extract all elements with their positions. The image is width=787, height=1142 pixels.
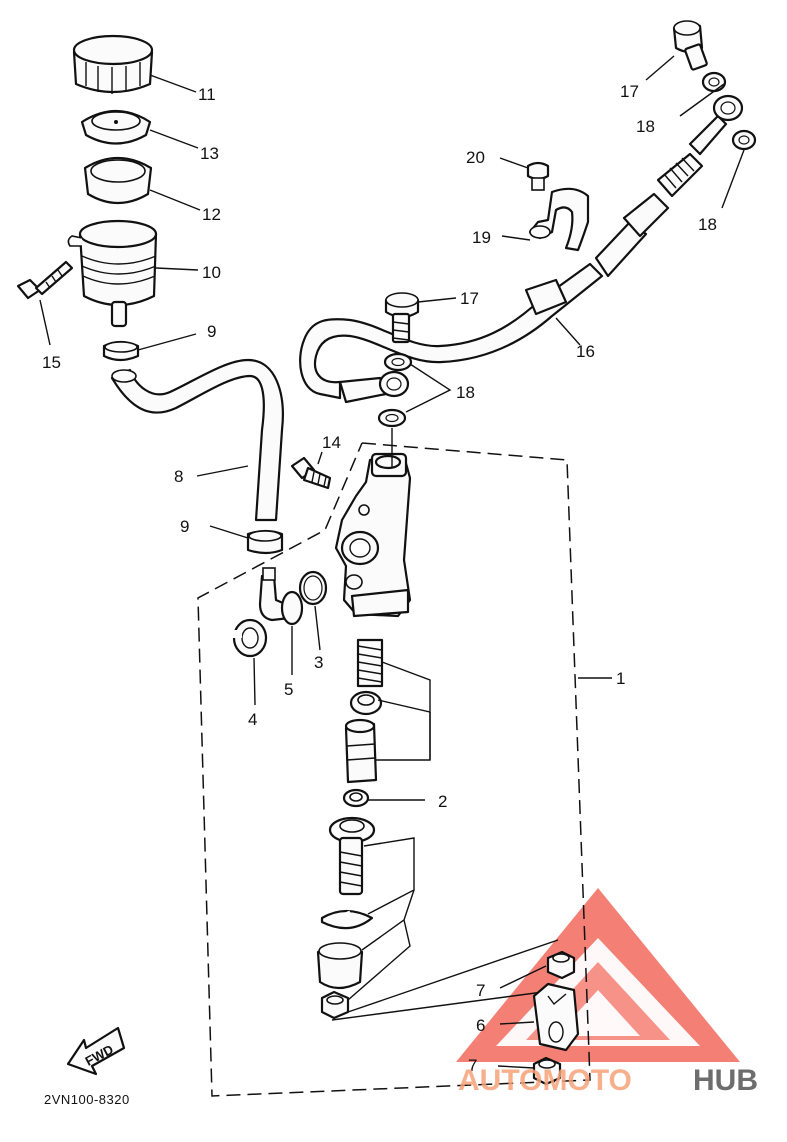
reservoir-hose — [110, 358, 284, 522]
hose-guide — [501, 187, 590, 252]
o-ring — [298, 570, 328, 651]
hose-joint — [258, 567, 304, 675]
brake-hose — [299, 94, 744, 404]
callout-18-top: 18 — [636, 117, 655, 136]
master-cylinder-body — [334, 452, 412, 618]
clevis-parts — [497, 950, 580, 1086]
union-bolt-top — [645, 20, 708, 81]
callout-5: 5 — [284, 680, 293, 699]
callout-3: 3 — [314, 653, 323, 672]
reservoir-tank — [67, 219, 199, 328]
hose-clip-top — [102, 333, 197, 362]
watermark-logo — [456, 888, 740, 1062]
watermark-text: AUTOMOTO HUB — [458, 1064, 758, 1097]
piston-kit — [316, 638, 384, 1020]
callout-8: 8 — [174, 467, 183, 486]
callout-18-lower: 18 — [456, 383, 475, 402]
drawing-code: 2VN100-8320 — [44, 1092, 130, 1107]
copper-washers — [377, 71, 757, 468]
callout-16: 16 — [576, 342, 595, 361]
callout-14: 14 — [322, 433, 341, 452]
callout-20: 20 — [466, 148, 485, 167]
hose-clip-bottom — [209, 525, 284, 555]
callout-17-top: 17 — [620, 82, 639, 101]
callout-11: 11 — [198, 85, 216, 104]
circlip-small — [232, 618, 268, 706]
callout-18-right: 18 — [698, 215, 717, 234]
kit-bracket — [331, 661, 559, 1021]
callout-labels: 11 13 12 10 15 9 8 9 14 3 5 4 2 1 7 6 7 … — [42, 82, 717, 1075]
callout-7-upper: 7 — [476, 981, 485, 1000]
callout-2: 2 — [438, 792, 447, 811]
callout-9-top: 9 — [207, 322, 216, 341]
callout-13: 13 — [200, 144, 219, 163]
callout-1: 1 — [616, 669, 625, 688]
callout-12: 12 — [202, 205, 221, 224]
diaphragm-holder — [83, 157, 201, 211]
callout-4: 4 — [248, 710, 257, 729]
callout-9-bottom: 9 — [180, 517, 189, 536]
fwd-arrow-icon: FWD — [66, 1026, 126, 1076]
guide-screw — [499, 157, 550, 191]
callout-15: 15 — [42, 353, 61, 372]
reservoir-cap — [72, 34, 197, 94]
callout-6: 6 — [476, 1016, 485, 1035]
callout-17-lower: 17 — [460, 289, 479, 308]
watermark-brand-part1: AUTOMOTO — [458, 1064, 632, 1097]
reservoir-bolt — [16, 260, 74, 346]
callout-10: 10 — [202, 263, 221, 282]
assembly-outline — [197, 442, 612, 1097]
union-bolt-lower — [384, 292, 457, 344]
bleed-bolt — [290, 451, 332, 490]
callout-19: 19 — [472, 228, 491, 247]
callout-7-lower: 7 — [468, 1056, 477, 1075]
diaphragm — [80, 110, 199, 149]
watermark-brand-part2: HUB — [693, 1064, 758, 1097]
